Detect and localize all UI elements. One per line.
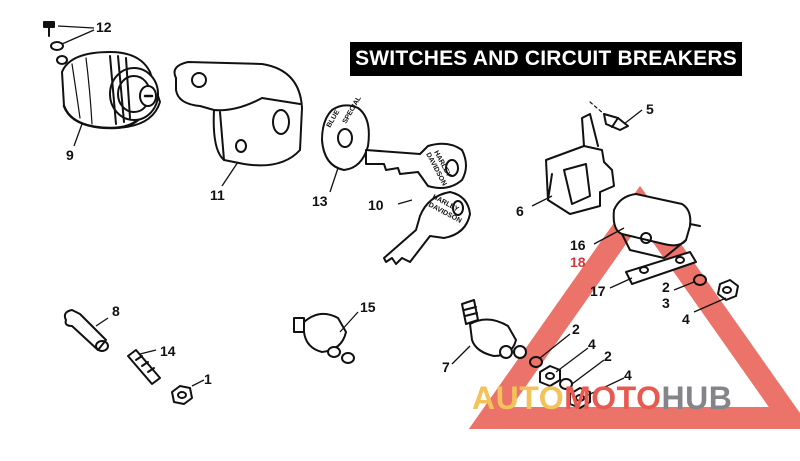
callout-15: 15 [360, 299, 376, 315]
watermark-brand: AUTOMOTOHUB [472, 380, 792, 416]
callout-16: 16 [570, 237, 586, 253]
watermark-auto: AUTO [472, 380, 565, 416]
strap-plate-17 [625, 251, 697, 285]
callout-2-lower-b: 2 [604, 348, 612, 364]
callout-8: 8 [112, 303, 120, 319]
circuit-breaker-16 [612, 193, 701, 259]
watermark-triangle [468, 185, 800, 429]
terminal-pin-5 [589, 101, 629, 131]
callout-6: 6 [516, 203, 524, 219]
plunger-8 [63, 309, 109, 352]
callout-7: 7 [442, 359, 450, 375]
leader-lines [57, 25, 727, 397]
diagram-title: SWITCHES AND CIRCUIT BREAKERS [350, 42, 742, 76]
keys-10 [365, 142, 471, 265]
callout-3: 3 [662, 295, 670, 311]
callout-4-upper: 4 [682, 311, 690, 327]
watermark-hub: HUB [661, 380, 733, 416]
callout-10: 10 [368, 197, 384, 213]
callout-2-lower-a: 2 [572, 321, 580, 337]
washer-nut-lower [529, 356, 591, 409]
callout-4-lower-b: 4 [624, 367, 632, 383]
callout-13: 13 [312, 193, 328, 209]
callout-2-upper: 2 [662, 279, 670, 295]
callout-14: 14 [160, 343, 176, 359]
ignition-switch-9 [61, 51, 161, 130]
bracket-11 [173, 61, 303, 167]
callout-4-lower-a: 4 [588, 336, 596, 352]
screw-12 [43, 21, 68, 65]
callout-17: 17 [590, 283, 606, 299]
screw-14 [127, 349, 161, 385]
stop-switch-7 [461, 299, 527, 359]
pressure-switch-15 [293, 312, 355, 364]
clip-bracket-6 [545, 113, 615, 215]
nut-1 [171, 385, 193, 405]
callout-11: 11 [210, 187, 225, 203]
callout-9: 9 [66, 147, 74, 163]
watermark-moto: MOTO [564, 380, 662, 416]
callout-18: 18 [570, 254, 586, 270]
callout-5: 5 [646, 101, 654, 117]
plate-13 [321, 104, 370, 171]
callout-1: 1 [204, 371, 212, 387]
callout-12: 12 [96, 19, 112, 35]
washer-nut-upper [693, 274, 739, 301]
